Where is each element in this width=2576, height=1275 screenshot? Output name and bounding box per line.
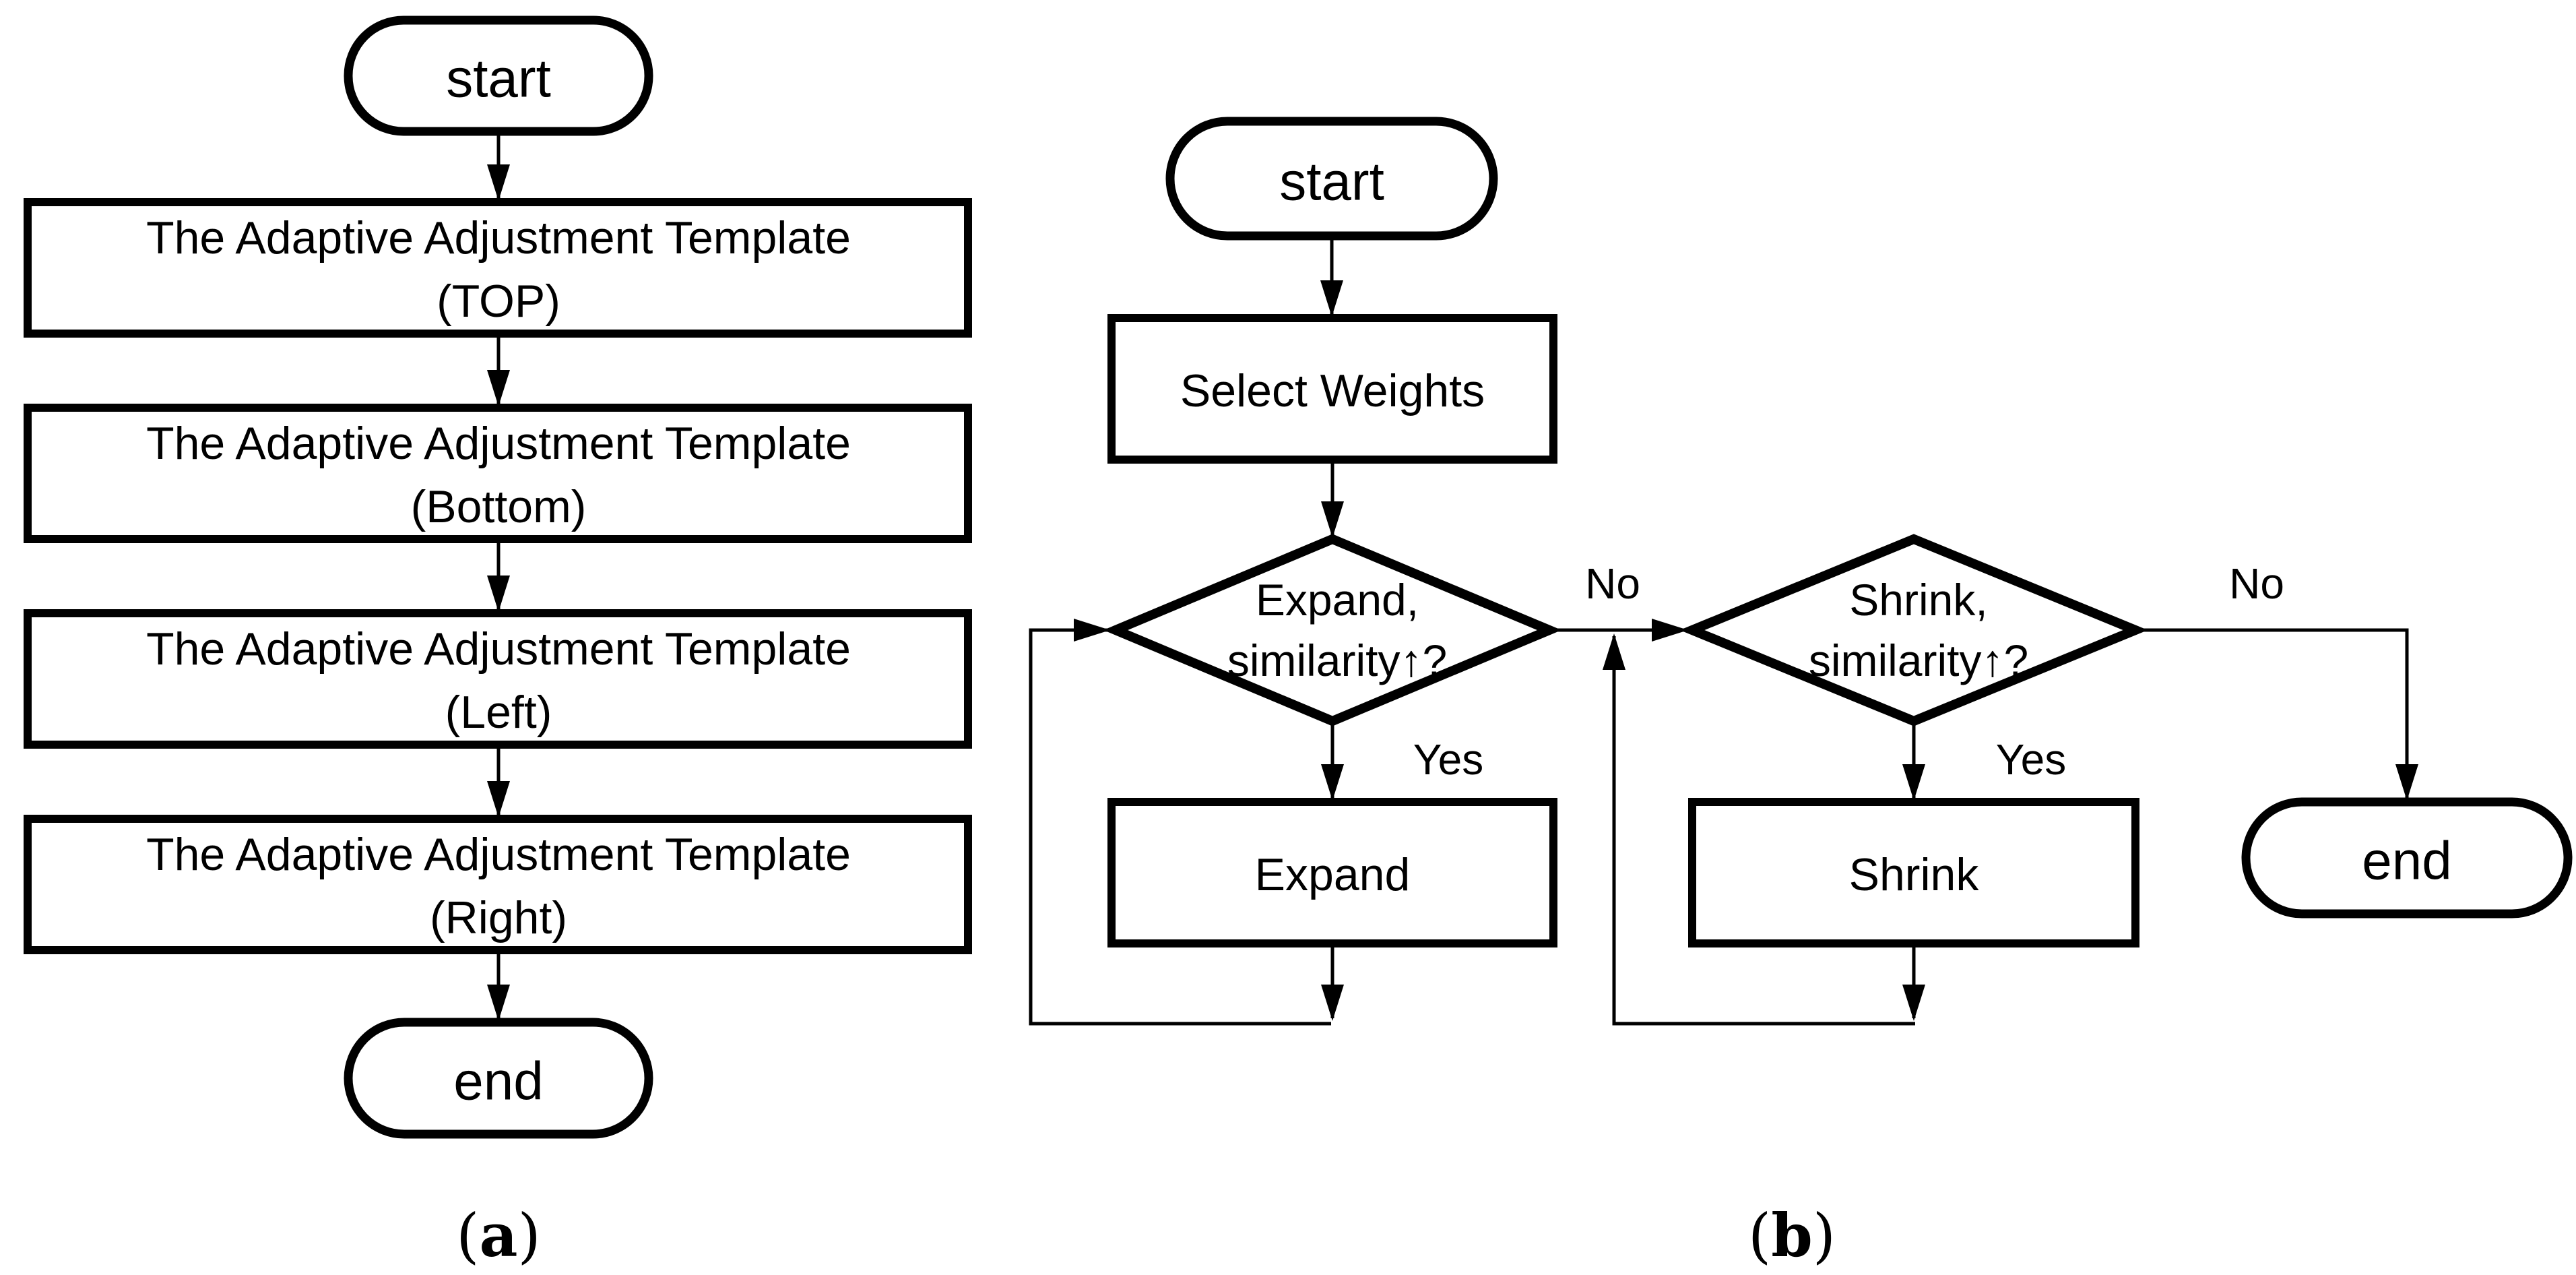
process-box-template-bottom-line2: (Bottom) [411, 481, 587, 532]
decision-diamond-expand-line2: similarity↑? [1227, 635, 1447, 685]
process-box-template-top [24, 198, 972, 338]
process-box-template-right-line2: (Right) [430, 892, 567, 943]
terminator-start-a-label: start [446, 49, 551, 108]
edge-label-expand-yes: Yes [1413, 735, 1483, 784]
decision-diamond-shrink [1679, 534, 2148, 726]
decision-diamond-shrink-line1: Shrink, [1849, 575, 1987, 625]
edge-label-shrink-yes: Yes [1996, 735, 2066, 784]
process-box-template-top-line2: (TOP) [437, 276, 560, 327]
terminator-end-b [2241, 797, 2573, 919]
process-box-select-weights-label: Select Weights [1180, 365, 1485, 416]
process-box-template-left-line1: The Adaptive Adjustment Template [146, 623, 851, 675]
connector-shrink-loop-back [1603, 633, 1915, 1026]
decision-diamond-expand [1103, 534, 1562, 726]
caption-b: (b) [1748, 1200, 1836, 1270]
process-box-template-bottom [24, 404, 972, 543]
process-box-template-right-line1: The Adaptive Adjustment Template [146, 829, 851, 880]
process-box-expand [1107, 798, 1557, 947]
process-box-template-right [24, 815, 972, 954]
flowchart-b: start Select Weights Expand, similarity↑… [1029, 117, 2573, 1270]
decision-diamond-shrink-line2: similarity↑? [1809, 635, 2028, 685]
terminator-end-b-label: end [2362, 831, 2451, 891]
process-box-template-left-line2: (Left) [445, 687, 552, 738]
process-box-select-weights [1107, 314, 1557, 464]
terminator-end-a [344, 1018, 653, 1139]
caption-a-open: ( [456, 1201, 479, 1270]
connector-expand-loop-back [1029, 619, 1331, 1026]
caption-a-letter: a [479, 1200, 517, 1270]
terminator-start-b [1165, 117, 1498, 241]
caption-b-close: ) [1813, 1201, 1836, 1270]
caption-b-open: ( [1748, 1201, 1771, 1270]
process-box-expand-label: Expand [1255, 849, 1411, 900]
edge-label-shrink-no: No [2229, 559, 2284, 608]
edge-label-expand-no: No [1585, 559, 1640, 608]
process-box-template-top-line1: The Adaptive Adjustment Template [146, 212, 851, 263]
terminator-start-a [344, 15, 653, 136]
caption-b-letter: b [1771, 1200, 1813, 1270]
process-box-shrink [1688, 798, 2139, 947]
caption-a: (a) [456, 1200, 541, 1270]
process-box-shrink-label: Shrink [1849, 849, 1980, 900]
terminator-end-a-label: end [453, 1051, 543, 1111]
terminator-start-b-label: start [1279, 152, 1384, 212]
connector-shrink-decision-no-to-end [2137, 628, 2418, 801]
process-box-template-bottom-line1: The Adaptive Adjustment Template [146, 418, 851, 469]
process-box-template-left [24, 609, 972, 749]
caption-a-close: ) [518, 1201, 541, 1270]
decision-diamond-expand-line1: Expand, [1256, 575, 1419, 625]
flowchart-a: start The Adaptive Adjustment Template (… [24, 15, 972, 1270]
